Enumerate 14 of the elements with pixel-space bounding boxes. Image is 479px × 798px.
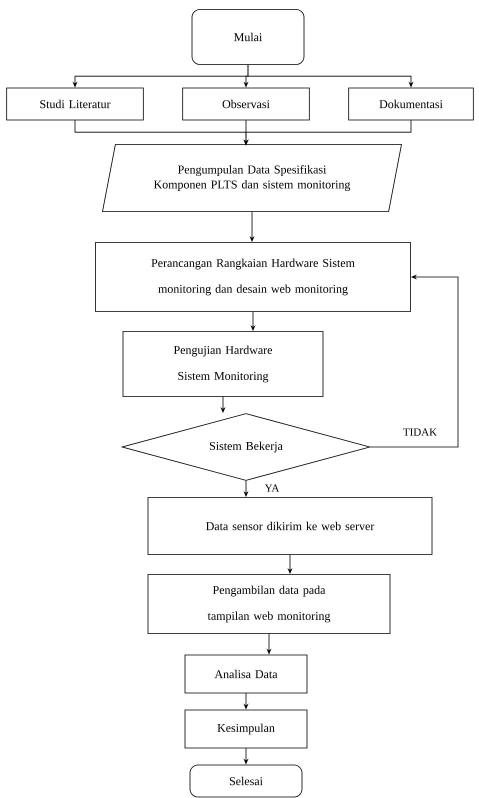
process-box: Dokumentasi [348, 88, 474, 120]
process-box: Analisa Data [184, 654, 308, 694]
process-box: Pengambilan data pada tampilan web monitoring [148, 574, 390, 634]
end-terminal: Selesai [190, 764, 302, 798]
edge-label: TIDAK [402, 427, 438, 437]
process-box: Kesimpulan [184, 710, 308, 748]
process-box: Observasi [182, 88, 310, 120]
data-parallelogram: Pengumpulan Data Spesifikasi Komponen PLTS dan sistem monitoring [102, 144, 402, 212]
process-box: Data sensor dikirim ke web server [148, 497, 432, 555]
process-box: Studi Literatur [6, 88, 144, 120]
edge-label: YA [264, 483, 280, 493]
start-terminal: Mulai [192, 9, 304, 65]
process-box: Perancangan Rangkaian Hardware Sistem monitoring dan desain web monitoring [95, 242, 411, 312]
process-box: Pengujian Hardware Sistem Monitoring [122, 331, 324, 397]
